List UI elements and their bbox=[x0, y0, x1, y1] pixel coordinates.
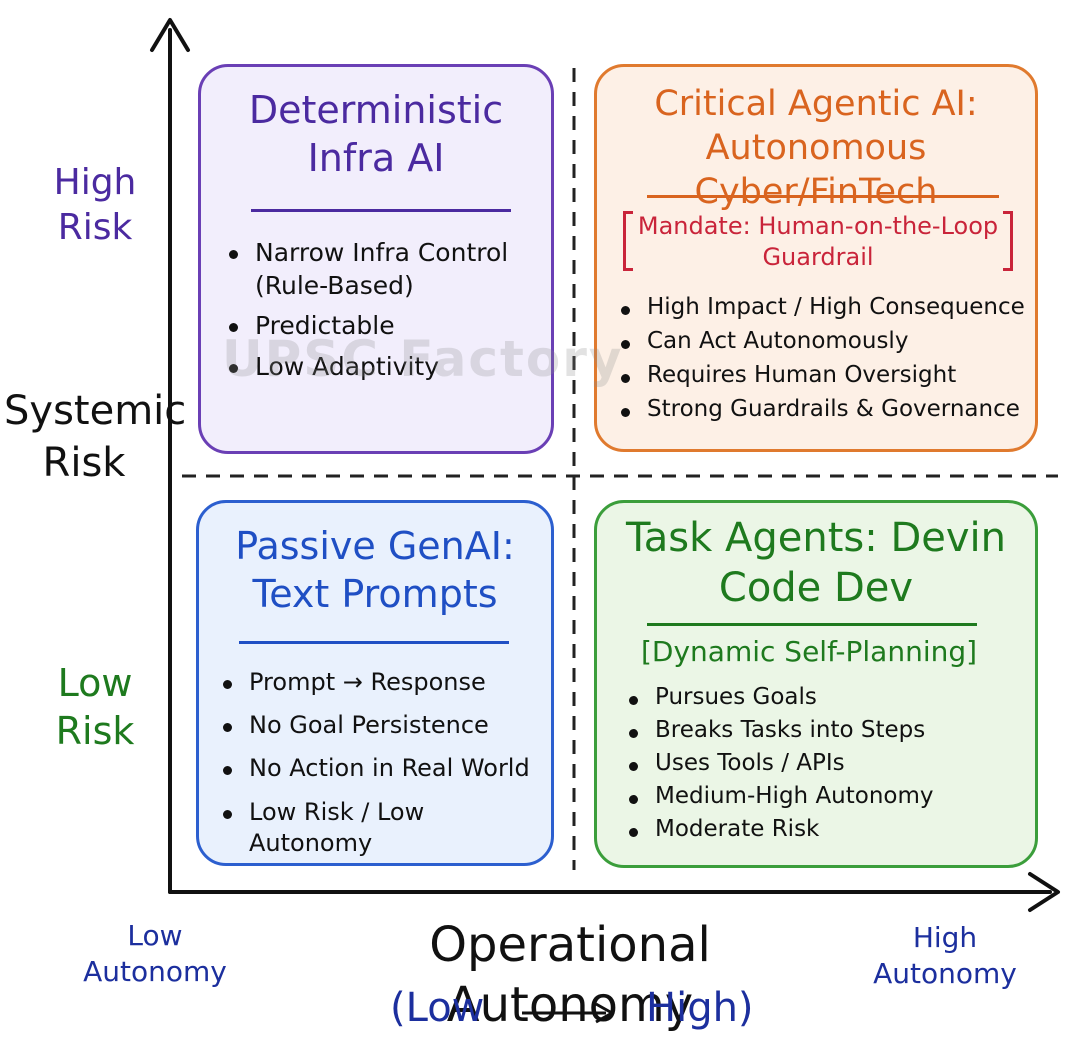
subtitle-label: [Dynamic Self-Planning] bbox=[641, 635, 978, 668]
list-item: Low Risk / Low Autonomy bbox=[219, 797, 551, 859]
right-arrow-icon bbox=[522, 1002, 614, 1024]
list-item: Breaks Tasks into Steps bbox=[625, 716, 934, 746]
right-bracket bbox=[1003, 211, 1013, 271]
title-underline bbox=[251, 209, 511, 212]
operational-autonomy-axis-title: Operational Autonomy bbox=[429, 917, 711, 1033]
high-autonomy-label: High Autonomy bbox=[873, 921, 1017, 991]
title-underline bbox=[239, 641, 509, 644]
list-item: Can Act Autonomously bbox=[617, 327, 1025, 357]
list-item: Predictable bbox=[225, 310, 551, 343]
high-risk-label: High Risk bbox=[53, 162, 137, 248]
quadrant-deterministic-infra-ai: Deterministic Infra AI Narrow Infra Cont… bbox=[198, 64, 554, 454]
quadrant-passive-genai: Passive GenAI: Text Prompts Prompt → Res… bbox=[196, 500, 554, 866]
list-item: Uses Tools / APIs bbox=[625, 749, 934, 779]
list-item: Strong Guardrails & Governance bbox=[617, 395, 1025, 425]
watermark: UPSC Factory bbox=[222, 330, 624, 388]
bullet-list: Prompt → Response No Goal Persistence No… bbox=[219, 667, 551, 871]
title-underline bbox=[647, 623, 977, 626]
list-item: Low Adaptivity bbox=[225, 351, 551, 384]
left-bracket bbox=[623, 211, 633, 271]
low-risk-label: Low Risk bbox=[55, 661, 135, 753]
list-item: Pursues Goals bbox=[625, 683, 934, 713]
autonomy-scale: (Low High) bbox=[370, 985, 770, 1041]
quadrant-title: Task Agents: Devin Code Dev bbox=[625, 515, 1007, 611]
list-item: No Action in Real World bbox=[219, 753, 551, 784]
list-item: Moderate Risk bbox=[625, 815, 934, 845]
list-item: Medium-High Autonomy bbox=[625, 782, 934, 812]
quadrant-title: Critical Agentic AI: Autonomous Cyber/Fi… bbox=[654, 84, 978, 212]
mandate-text: Mandate: Human-on-the-Loop Guardrail bbox=[637, 212, 999, 272]
list-item: Requires Human Oversight bbox=[617, 361, 1025, 391]
y-axis-arrowhead bbox=[150, 18, 190, 52]
list-item: Prompt → Response bbox=[219, 667, 551, 698]
bullet-list: Pursues Goals Breaks Tasks into Steps Us… bbox=[625, 683, 934, 847]
quadrant-task-agents: Task Agents: Devin Code Dev [Dynamic Sel… bbox=[594, 500, 1038, 868]
quadrant-critical-agentic-ai: Critical Agentic AI: Autonomous Cyber/Fi… bbox=[594, 64, 1038, 452]
list-item: No Goal Persistence bbox=[219, 710, 551, 741]
list-item: High Impact / High Consequence bbox=[617, 293, 1025, 323]
quadrant-title: Passive GenAI: Text Prompts bbox=[235, 524, 515, 616]
scale-low-label: (Low bbox=[390, 985, 485, 1031]
low-autonomy-label: Low Autonomy bbox=[83, 919, 227, 989]
bullet-list: High Impact / High Consequence Can Act A… bbox=[617, 293, 1025, 429]
scale-high-label: High) bbox=[646, 985, 754, 1031]
bullet-list: Narrow Infra Control (Rule-Based) Predic… bbox=[225, 237, 551, 391]
quadrant-title: Deterministic Infra AI bbox=[248, 88, 504, 180]
list-item: Narrow Infra Control (Rule-Based) bbox=[225, 237, 551, 302]
systemic-risk-axis-title: Systemic Risk bbox=[4, 388, 187, 486]
title-underline bbox=[647, 195, 999, 198]
mandate-callout: Mandate: Human-on-the-Loop Guardrail bbox=[623, 211, 1013, 277]
x-axis-arrowhead bbox=[1028, 872, 1060, 912]
